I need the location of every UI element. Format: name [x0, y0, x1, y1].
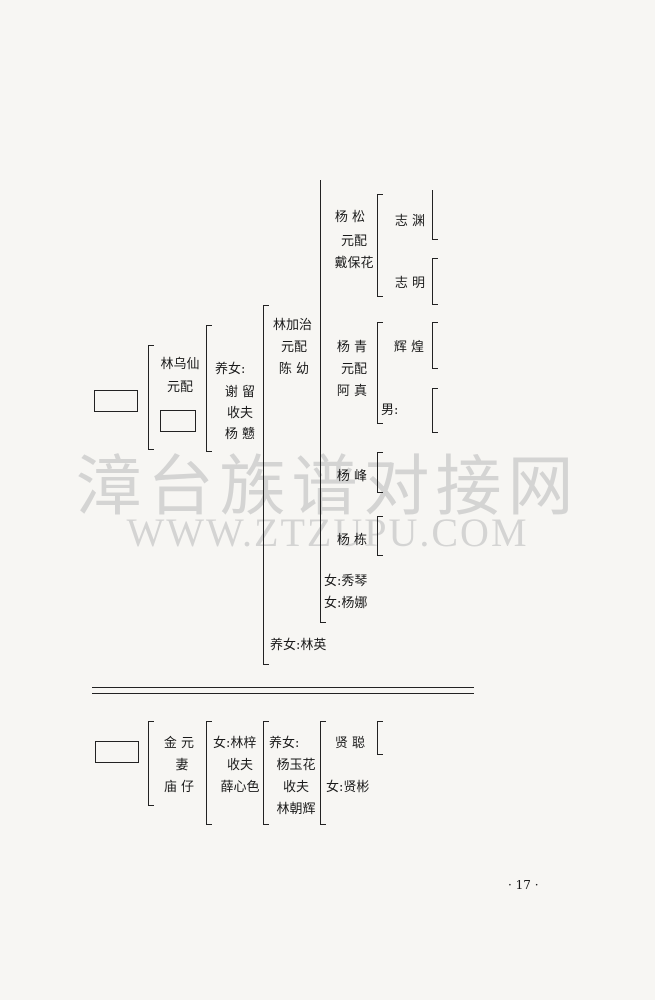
- gen4-song-name: 杨 松: [334, 210, 366, 225]
- gen3-label: 元配: [280, 340, 307, 355]
- gen4-song-label: 元配: [340, 234, 367, 249]
- gen5-son: 男:: [381, 403, 399, 418]
- bracket-qing-children: [377, 322, 383, 424]
- lower-bracket-gen1: [148, 721, 154, 806]
- bracket-huihuang-children: [432, 322, 438, 369]
- lower-gen2-husband: 薛心色: [220, 780, 260, 795]
- gen1-label: 元配: [166, 380, 193, 395]
- lower-gen3-husband: 林朝辉: [276, 802, 316, 817]
- watermark-cn: 漳台族谱对接网: [75, 448, 580, 525]
- section-divider-top: [92, 687, 474, 688]
- lower-bracket-xiancong-children: [377, 721, 383, 755]
- gen4-daughter-1: 女:秀琴: [324, 574, 368, 589]
- lower-gen2-name: 女:林梓: [213, 736, 257, 751]
- lower-gen3-name: 杨玉花: [276, 758, 316, 773]
- lower-ancestor-placeholder-box: [95, 741, 139, 763]
- bracket-gen4: [320, 180, 326, 623]
- gen1-spouse-placeholder-box: [160, 410, 196, 432]
- gen2-note: 收夫: [226, 406, 253, 421]
- bracket-dong-children: [377, 516, 383, 556]
- lower-bracket-gen3: [263, 721, 269, 825]
- gen2-name: 谢 留: [224, 385, 256, 400]
- gen5-zhiming: 志 明: [394, 276, 426, 291]
- gen3-spouse: 陈 幼: [278, 362, 310, 377]
- gen4-song-spouse: 戴保花: [334, 256, 374, 271]
- bracket-son-children: [432, 388, 438, 433]
- bracket-zhiming-children: [432, 258, 438, 305]
- page-number: · 17 ·: [508, 878, 539, 892]
- lower-bracket-gen4: [320, 721, 326, 825]
- gen4-dong-name: 杨 栋: [336, 533, 368, 548]
- gen4-qing-label: 元配: [340, 362, 367, 377]
- ancestor-placeholder-box: [94, 390, 138, 412]
- gen4-qing-spouse: 阿 真: [336, 384, 368, 399]
- gen4-qing-name: 杨 青: [336, 340, 368, 355]
- gen4-feng-name: 杨 峰: [336, 469, 368, 484]
- lower-gen3-note: 收夫: [282, 780, 309, 795]
- gen3-name: 林加治: [273, 318, 313, 333]
- lower-gen4-name: 贤 聪: [334, 736, 366, 751]
- gen5-zhiyuan: 志 渊: [394, 214, 426, 229]
- gen4-daughter-2: 女:杨娜: [324, 596, 368, 611]
- lower-gen1-name: 金 元: [163, 736, 195, 751]
- bracket-zhiyuan-children: [432, 190, 438, 240]
- lower-gen1-spouse: 庙 仔: [163, 780, 195, 795]
- bracket-feng-children: [377, 452, 383, 493]
- gen5-huihuang: 辉 煌: [393, 340, 425, 355]
- bracket-gen3: [263, 305, 269, 665]
- gen1-name: 林乌仙: [160, 357, 200, 372]
- bracket-song-children: [377, 194, 383, 297]
- gen2-label: 养女:: [215, 362, 246, 377]
- bracket-gen1: [148, 345, 154, 450]
- lower-gen1-label: 妻: [175, 758, 189, 773]
- watermark-url: WWW.ZTZUPU.COM: [126, 510, 529, 555]
- lower-bracket-gen2: [206, 721, 212, 825]
- gen2-husband: 杨 戆: [224, 427, 256, 442]
- lower-gen4-daughter: 女:贤彬: [326, 780, 370, 795]
- gen3-adopted-daughter: 养女:林英: [270, 638, 327, 653]
- lower-gen2-note: 收夫: [226, 758, 253, 773]
- bracket-gen2: [206, 325, 212, 452]
- section-divider-bottom: [92, 693, 474, 694]
- lower-gen3-label: 养女:: [269, 736, 300, 751]
